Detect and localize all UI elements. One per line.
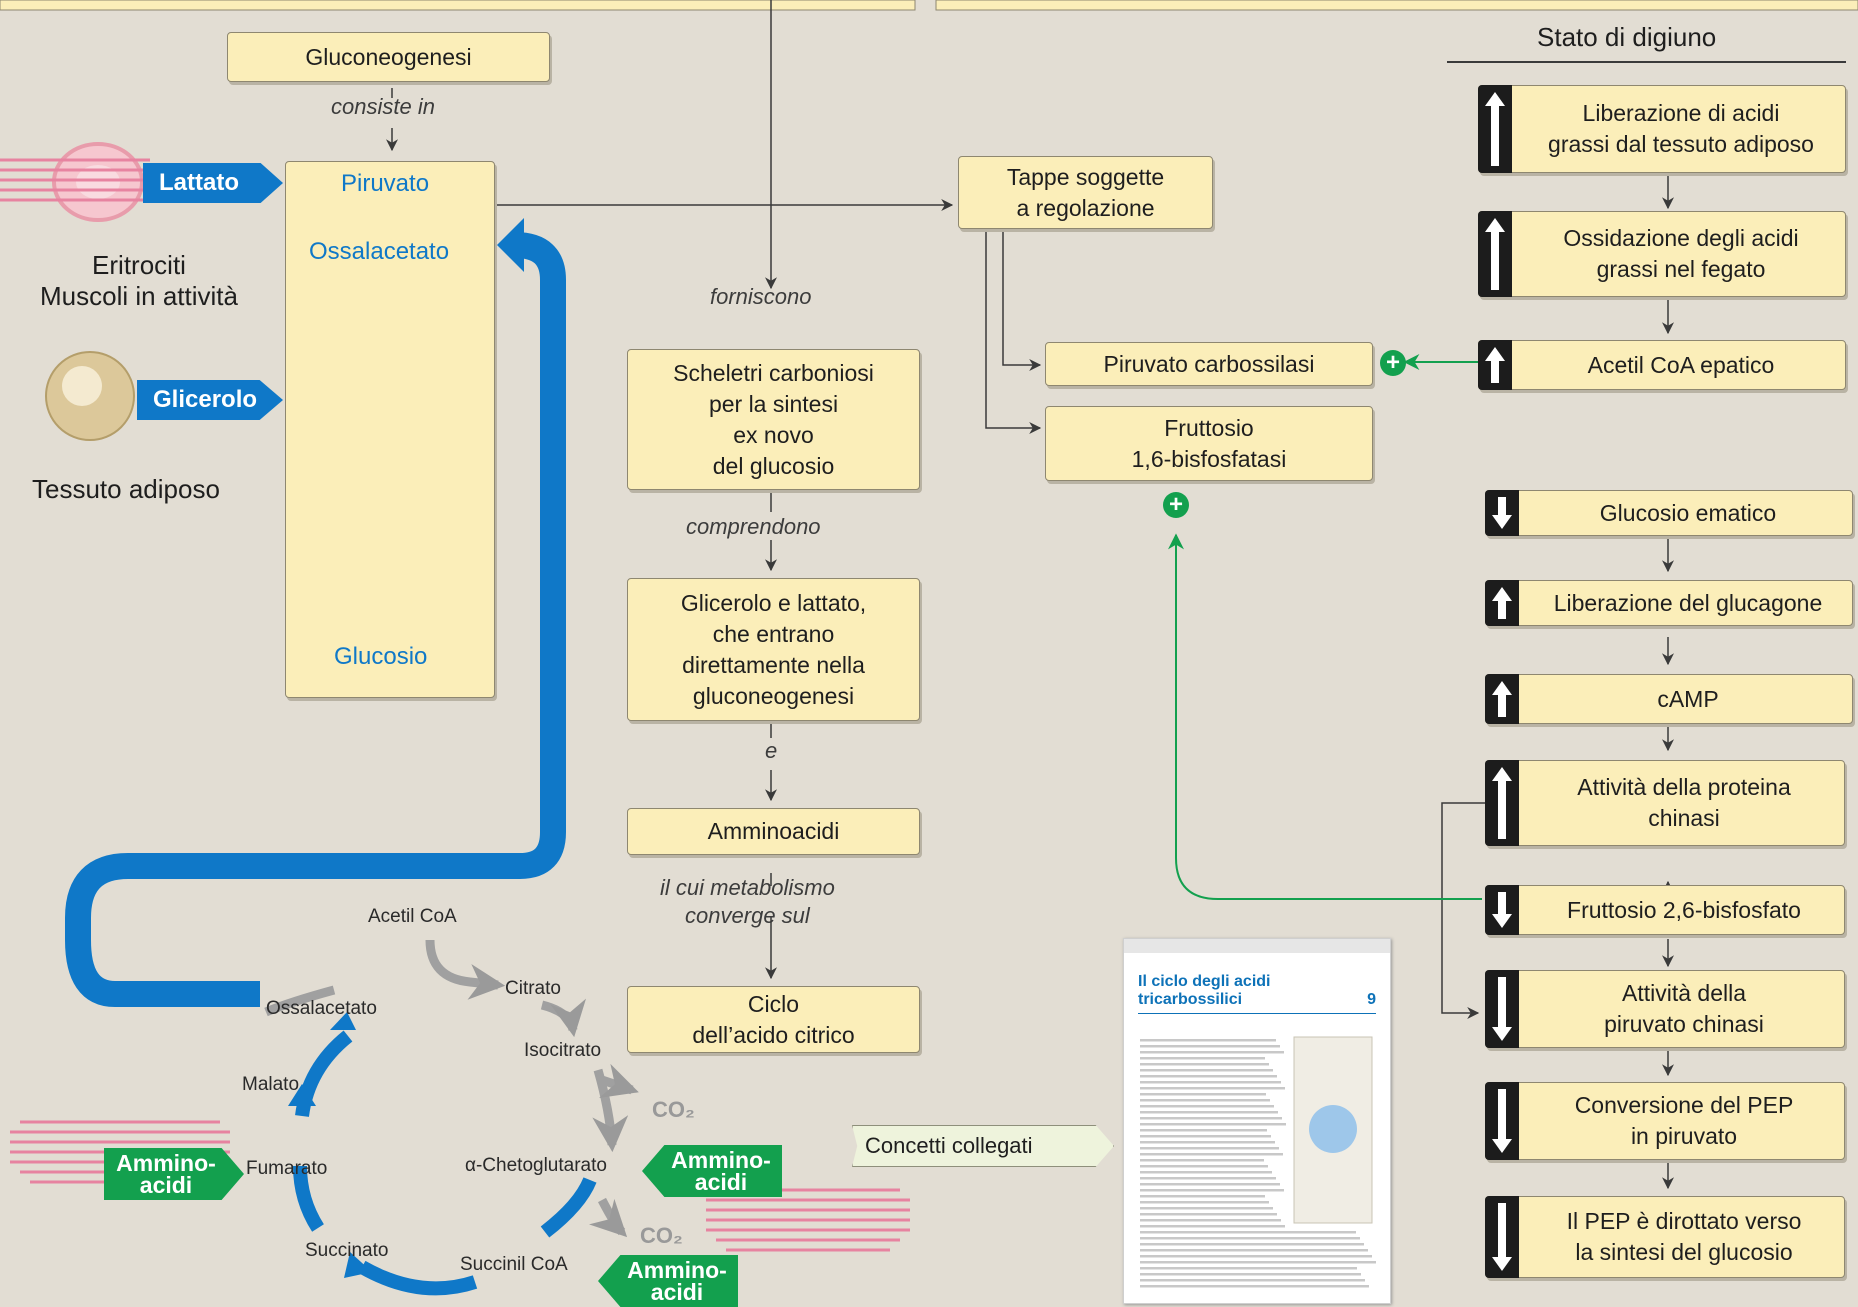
fbpase-text: Fruttosio 1,6-bisfosfatasi [1131,414,1287,472]
carbon-skeletons-box: Scheletri carboniosi per la sintesi ex n… [627,349,920,490]
amino-acids-box: Amminoacidi [627,808,920,855]
tca-citrate: Citrato [505,978,561,999]
fasting-step: Attività della proteina chinasi [1485,760,1845,846]
fasting-header: Stato di digiuno [1537,22,1717,52]
amino-acids-fumarate-arrow: Ammino- acidi [104,1148,244,1200]
lactate-arrow: Lattato [143,163,283,203]
glycerol-origin: Tessuto adiposo [32,474,220,504]
increase-arrow-icon [1485,674,1519,724]
plus-icon-carboxylase: + [1380,350,1406,376]
amino-acids-akg-label: Ammino- acidi [671,1147,771,1195]
glycerol-lactate-text: Glicerolo e lattato, che entrano diretta… [680,589,867,709]
regulated-steps-text: Tappe soggette a regolazione [1006,163,1165,221]
carbon-skeletons-text: Scheletri carboniosi per la sintesi ex n… [673,359,874,479]
lactate-label: Lattato [159,169,239,196]
fasting-step-text: Liberazione di acidi grassi dal tessuto … [1548,100,1814,157]
tca-fumarate: Fumarato [246,1158,328,1179]
related-book-thumbnail[interactable]: Il ciclo degli acidi tricarbossilici 9 [1123,938,1391,1304]
tca-co2-2: CO₂ [640,1223,683,1248]
fasting-step: Ossidazione degli acidi grassi nel fegat… [1478,211,1846,297]
fasting-step-text: Liberazione del glucagone [1553,589,1823,616]
decrease-arrow-icon [1485,885,1519,935]
pyruvate-carboxylase-box: Piruvato carbossilasi [1045,342,1373,386]
fasting-step: cAMP [1485,674,1853,724]
book-chapter-number: 9 [1367,991,1376,1008]
fasting-step: Il PEP è dirottato verso la sintesi del … [1485,1196,1845,1278]
tca-isocitrate: Isocitrato [524,1040,602,1061]
fasting-step-text: Acetil CoA epatico [1587,351,1775,378]
fasting-step: Glucosio ematico [1485,490,1853,536]
include-label: comprendono [686,514,821,539]
pathway-oxaloacetate: Ossalacetato [309,238,450,265]
amino-acids-succinyl-label: Ammino- acidi [627,1257,727,1305]
tca-malate: Malato [242,1074,300,1095]
increase-arrow-icon [1485,760,1519,846]
fasting-step-text: Glucosio ematico [1599,499,1777,526]
amino-acids-text: Amminoacidi [707,818,840,844]
fasting-step: Fruttosio 2,6-bisfosfato [1485,885,1845,935]
consists-label: consiste in [331,94,435,119]
increase-arrow-icon [1478,85,1512,173]
fasting-step: Liberazione del glucagone [1485,580,1853,626]
decrease-arrow-icon [1485,1196,1519,1278]
pyruvate-carboxylase-text: Piruvato carbossilasi [1103,350,1315,377]
fasting-step-text: Attività della piruvato chinasi [1604,980,1764,1037]
increase-arrow-icon [1478,211,1512,297]
pathway-end-glucose: Glucosio [334,643,428,670]
citric-cycle-text: Ciclo dell’acido citrico [692,990,855,1048]
related-concepts-link[interactable]: Concetti collegati [852,1125,1114,1167]
fasting-step-text: Conversione del PEP in piruvato [1574,1092,1794,1149]
amino-acids-succinyl-arrow: Ammino- acidi [598,1255,738,1307]
pathway-start-pyruvate: Piruvato [341,170,430,197]
tca-acetyl-coa: Acetil CoA [368,906,457,927]
glycerol-label: Glicerolo [153,386,258,413]
provide-label: forniscono [710,284,812,309]
tca-oxaloacetate: Ossalacetato [266,998,377,1019]
fasting-step: Conversione del PEP in piruvato [1485,1082,1845,1160]
tca-succinyl-coa: Succinil CoA [460,1254,568,1275]
gluconeogenesis-title-box: Gluconeogenesi [227,32,550,82]
citric-cycle-box: Ciclo dell’acido citrico [627,986,920,1053]
fasting-step-text: cAMP [1657,685,1719,712]
decrease-arrow-icon [1485,970,1519,1048]
plus-icon-fbpase: + [1163,492,1189,518]
fasting-step-text: Il PEP è dirottato verso la sintesi del … [1566,1208,1802,1265]
fasting-step-text: Attività della proteina chinasi [1577,774,1791,831]
related-concepts-label: Concetti collegati [865,1133,1033,1158]
lactate-origin: Eritrociti Muscoli in attività [40,250,238,311]
fbpase-box: Fruttosio 1,6-bisfosfatasi [1045,406,1373,481]
increase-arrow-icon [1485,580,1519,626]
fasting-step: Acetil CoA epatico [1478,340,1846,390]
fasting-step-text: Ossidazione degli acidi grassi nel fegat… [1563,225,1799,282]
and-label: e [765,738,778,763]
regulated-steps-box: Tappe soggette a regolazione [958,156,1213,229]
fasting-step-text: Fruttosio 2,6-bisfosfato [1567,896,1801,923]
tca-succinate: Succinato [305,1240,389,1261]
increase-arrow-icon [1478,340,1512,390]
amino-acids-akg-arrow: Ammino- acidi [642,1145,782,1197]
tca-alpha-ketoglutarate: α-Chetoglutarato [465,1155,607,1176]
book-page-lines [1140,1036,1376,1288]
amino-acids-fumarate-label: Ammino- acidi [116,1150,216,1198]
decrease-arrow-icon [1485,1082,1519,1160]
book-title: Il ciclo degli acidi tricarbossilici [1138,973,1271,1008]
gluconeogenesis-title: Gluconeogenesi [305,43,472,70]
decrease-arrow-icon [1485,490,1519,536]
fasting-step: Liberazione di acidi grassi dal tessuto … [1478,85,1846,173]
gluconeogenesis-pathway-box [285,161,495,698]
glycerol-lactate-box: Glicerolo e lattato, che entrano diretta… [627,578,920,721]
converge-label: il cui metabolismo converge sul [660,875,835,928]
tca-co2-1: CO₂ [652,1097,695,1122]
fasting-step: Attività della piruvato chinasi [1485,970,1845,1048]
glycerol-arrow: Glicerolo [137,380,283,420]
